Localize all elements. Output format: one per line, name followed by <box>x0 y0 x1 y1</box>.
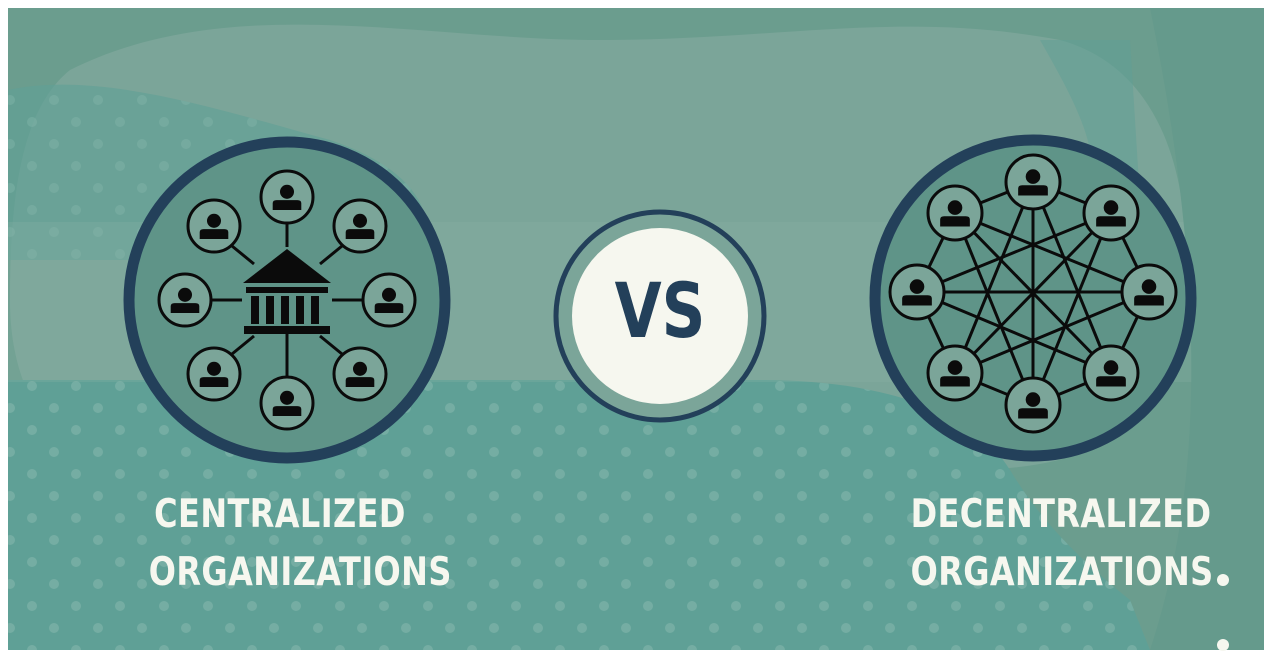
person-icon <box>157 272 213 328</box>
bullet-dot <box>1217 574 1229 586</box>
centralized-label-line2: ORGANIZATIONS <box>148 550 452 595</box>
person-icon <box>186 198 242 254</box>
person-icon <box>259 169 315 225</box>
decentralized-diagram <box>869 134 1197 462</box>
person-icon <box>926 184 984 242</box>
bank-icon <box>243 249 331 334</box>
decentralized-label-line1: DECENTRALIZED <box>910 492 1212 537</box>
bullet-dot <box>1217 639 1229 651</box>
person-icon <box>1004 153 1062 211</box>
vs-label: VS <box>614 266 706 355</box>
decentralized-label-line2: ORGANIZATIONS <box>910 550 1214 595</box>
decentralized-label: DECENTRALIZED ORGANIZATIONS <box>910 486 1214 602</box>
centralized-diagram <box>123 136 451 464</box>
vs-badge <box>553 209 767 423</box>
person-icon <box>1120 263 1178 321</box>
person-icon <box>1082 344 1140 402</box>
person-icon <box>1004 376 1062 434</box>
person-icon <box>186 346 242 402</box>
person-icon <box>259 375 315 431</box>
person-icon <box>332 346 388 402</box>
person-icon <box>1082 184 1140 242</box>
person-icon <box>926 344 984 402</box>
centralized-label-line1: CENTRALIZED <box>154 492 406 537</box>
person-icon <box>888 263 946 321</box>
person-icon <box>332 198 388 254</box>
person-icon <box>361 272 417 328</box>
centralized-label: CENTRALIZED ORGANIZATIONS <box>148 486 452 602</box>
